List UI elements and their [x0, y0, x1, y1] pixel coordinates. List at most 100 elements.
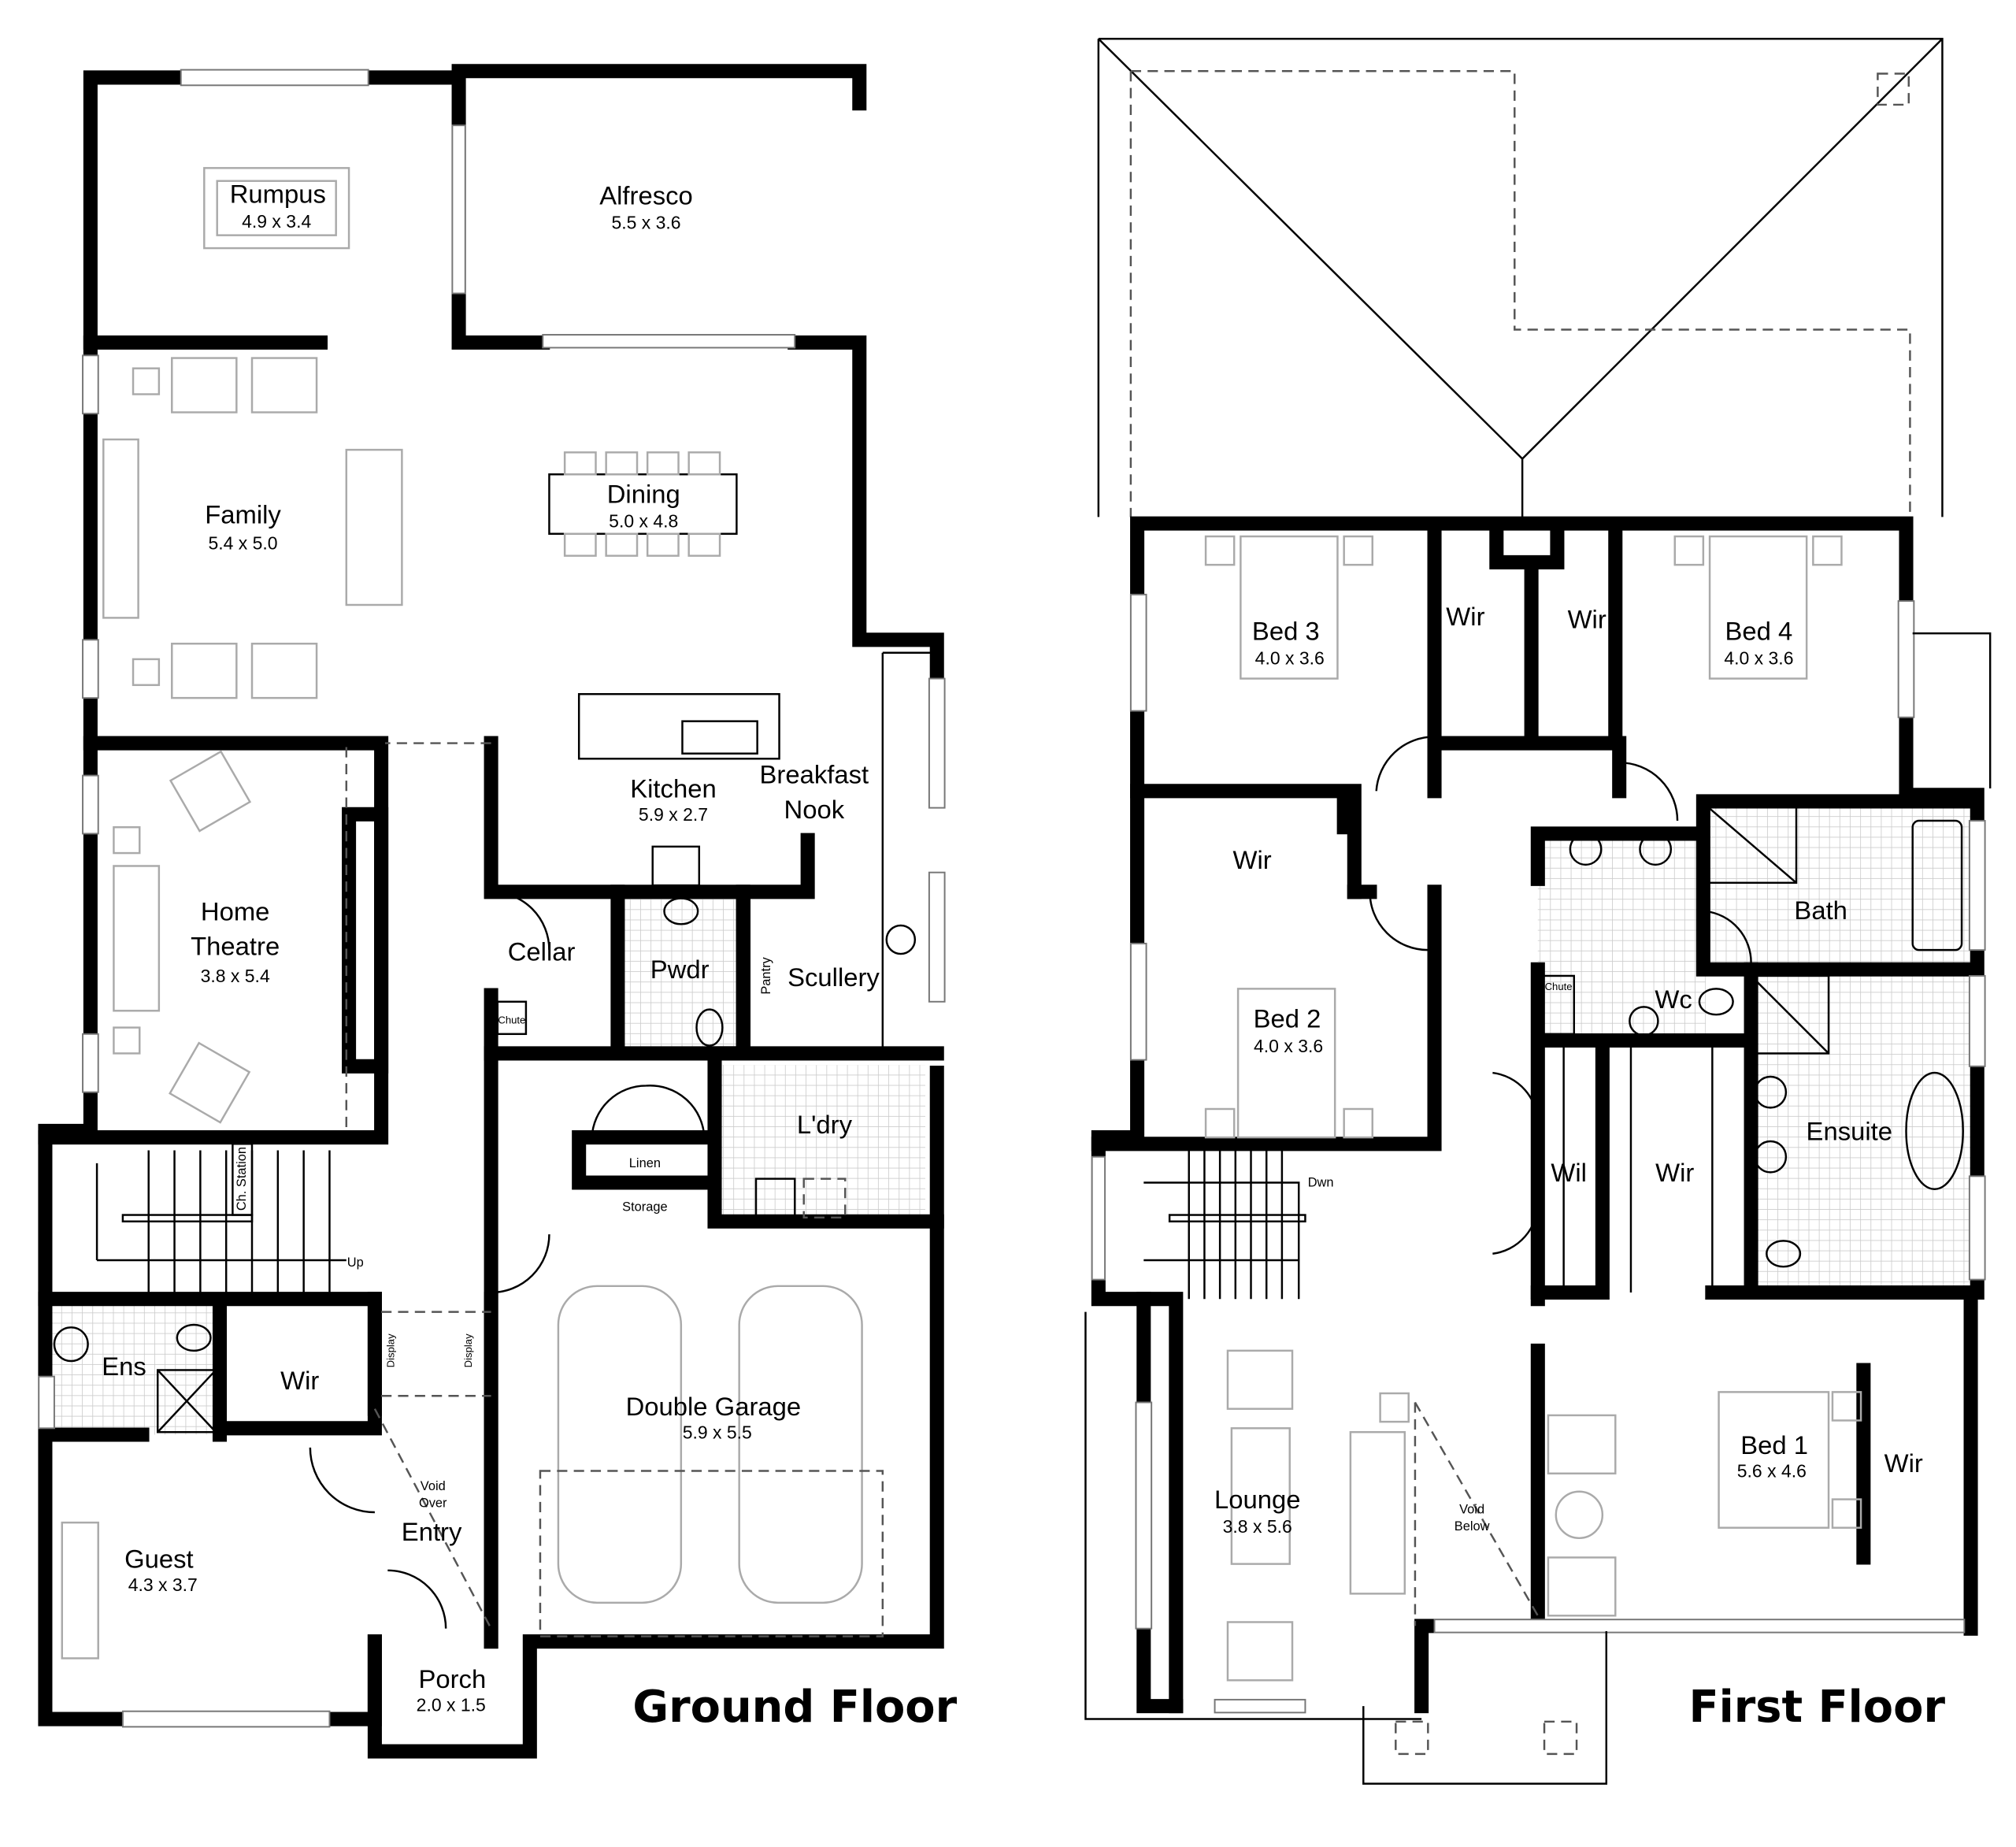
drain — [885, 924, 917, 955]
kitchen-bench-wall — [484, 736, 815, 899]
armchair — [169, 750, 252, 833]
dining-chairs — [563, 451, 721, 557]
basin — [1629, 1006, 1659, 1037]
room-size-family: 5.4 x 5.0 — [208, 532, 277, 553]
room-label-ensuite: Ensuite — [1807, 1116, 1892, 1145]
room-size-lounge: 3.8 x 5.6 — [1223, 1516, 1292, 1537]
first-stairs — [1143, 1150, 1306, 1300]
display-label: Display — [385, 1333, 397, 1367]
window — [82, 774, 99, 835]
basin — [1754, 1140, 1788, 1174]
room-label-family: Family — [205, 500, 281, 529]
window — [928, 871, 946, 1003]
room-label-scullery: Scullery — [788, 962, 880, 992]
room-label-kitchen: Kitchen — [630, 774, 716, 803]
dwn-label: Dwn — [1308, 1175, 1334, 1189]
bathtub — [1911, 819, 1963, 951]
ground-stairs — [95, 1150, 346, 1296]
room-label-guest: Guest — [124, 1545, 194, 1574]
up-label: Up — [347, 1255, 364, 1270]
pantry-label: Pantry — [759, 956, 773, 994]
garage-door — [539, 1470, 884, 1637]
bath-walls — [1530, 794, 1978, 977]
window — [1968, 820, 1986, 951]
chute-label: Chute — [1545, 981, 1573, 992]
basin — [1754, 1075, 1788, 1109]
room-size-guest: 4.3 x 3.7 — [128, 1574, 198, 1595]
charging-station — [232, 1143, 254, 1216]
robe-lines — [1562, 1040, 1714, 1293]
room-size-bed-1: 5.6 x 4.6 — [1737, 1461, 1807, 1482]
room-label-bath: Bath — [1794, 896, 1847, 925]
window — [82, 639, 99, 699]
room-size-bed-3: 4.0 x 3.6 — [1255, 647, 1325, 668]
bathroom-tiles — [1537, 840, 1707, 1034]
room-label-pwdr: Pwdr — [650, 955, 710, 984]
entry-porch-wall — [367, 1292, 537, 1759]
scullery-lines — [748, 651, 931, 1054]
balcony-outline — [1084, 632, 1992, 1785]
window — [82, 354, 99, 415]
ground-floor-plan: Rumpus 4.9 x 3.4 Alfresco 5.5 x 3.6 Fami… — [38, 64, 958, 1759]
bath-tiles — [1706, 801, 1971, 970]
room-label-bed-1: Bed 1 — [1740, 1430, 1808, 1459]
room-size-home-theatre: 3.8 x 5.4 — [201, 966, 270, 986]
basin — [1639, 833, 1673, 866]
wir-walls — [1427, 522, 1623, 799]
room-label-alfresco: Alfresco — [599, 180, 693, 210]
void-below-label-2: Below — [1455, 1519, 1490, 1534]
roof-dashed — [1129, 70, 1911, 517]
beds — [1204, 535, 1862, 1529]
freestanding-bath — [1905, 1071, 1964, 1190]
room-label-lounge: Lounge — [1214, 1485, 1301, 1514]
theatre-tv-unit — [342, 807, 389, 1074]
room-label-cellar: Cellar — [508, 936, 576, 966]
armchair — [171, 357, 238, 414]
first-floor-title: First Floor — [1689, 1682, 1946, 1733]
room-size-alfresco: 5.5 x 3.6 — [611, 212, 680, 232]
sink — [681, 720, 758, 755]
window — [38, 1375, 55, 1430]
dining-table — [548, 473, 738, 535]
window — [82, 1033, 99, 1093]
ch-station-label: Ch. Station — [235, 1147, 249, 1211]
room-size-bed-2: 4.0 x 3.6 — [1254, 1036, 1323, 1056]
basin — [1569, 833, 1603, 866]
room-label-nook: Nook — [784, 795, 845, 824]
room-label-wir: Wir — [280, 1366, 319, 1395]
room-label-bed-4: Bed 4 — [1725, 616, 1793, 645]
room-label-bed-3: Bed 3 — [1252, 616, 1320, 645]
void-line — [373, 1408, 492, 1630]
laundry-wall — [572, 1046, 944, 1229]
room-label-rumpus: Rumpus — [230, 180, 326, 209]
lounge-wall — [1136, 1292, 1184, 1714]
armchair — [171, 642, 238, 699]
window — [1135, 1401, 1153, 1630]
room-label-laundry: L'dry — [797, 1110, 853, 1139]
window — [1897, 600, 1915, 718]
room-size-kitchen: 5.9 x 2.7 — [639, 804, 708, 825]
toilet — [695, 1008, 724, 1047]
window — [1129, 593, 1147, 712]
room-size-porch: 2.0 x 1.5 — [417, 1695, 486, 1715]
toilet — [1766, 1240, 1802, 1268]
chute-label: Chute — [498, 1014, 525, 1026]
bed-wir-walls — [1130, 736, 1627, 899]
room-size-bed-4: 4.0 x 3.6 — [1724, 647, 1793, 668]
chute — [496, 1000, 528, 1036]
armchair — [169, 1041, 251, 1124]
chute — [1540, 974, 1575, 1036]
tv-unit — [102, 438, 139, 619]
room-label-wc: Wc — [1655, 985, 1692, 1014]
pool-table — [203, 167, 350, 250]
window — [1433, 1619, 1966, 1634]
void-below-label-1: Void — [1459, 1503, 1484, 1517]
window — [1214, 1698, 1306, 1714]
room-label-breakfast: Breakfast — [760, 759, 869, 788]
doors — [1369, 736, 1752, 1255]
basin — [53, 1326, 89, 1363]
sofa — [113, 865, 161, 1012]
room-label-entry: Entry — [402, 1517, 462, 1546]
armchair — [250, 642, 318, 699]
window — [928, 677, 946, 809]
